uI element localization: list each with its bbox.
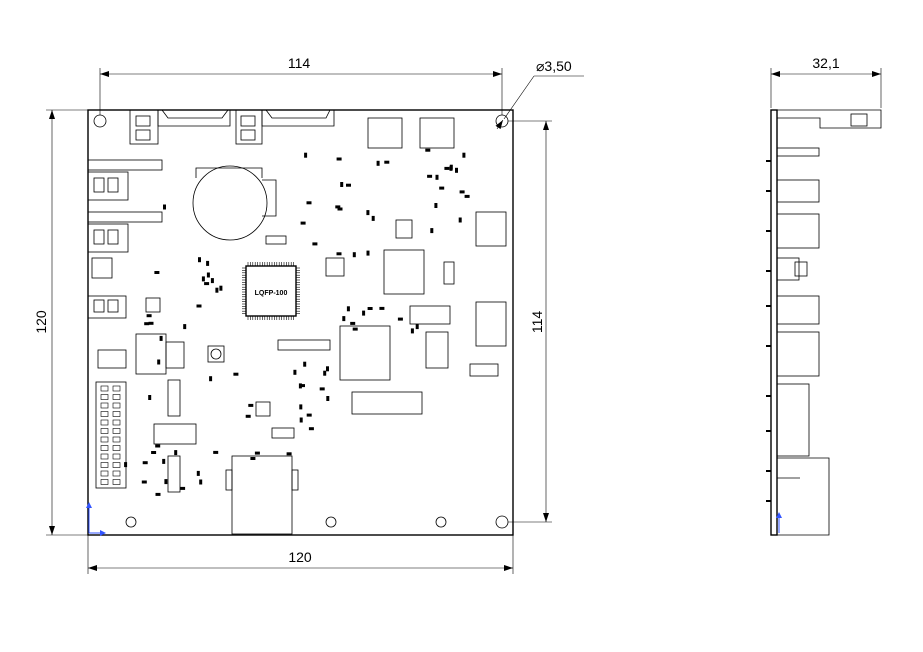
dim-hole-diameter: ⌀3,50 xyxy=(536,58,572,74)
top-edge-connectors xyxy=(129,109,335,145)
mcu-marking: LQFP-100 xyxy=(255,290,288,297)
battery-holder xyxy=(192,165,277,241)
bottom-module xyxy=(225,455,299,535)
mounting-holes xyxy=(93,114,509,529)
dim-right-height: 114 xyxy=(529,311,545,334)
ic-chips xyxy=(97,219,499,493)
side-view xyxy=(766,109,882,536)
board-outline xyxy=(87,109,514,536)
dim-side-thickness: 32,1 xyxy=(812,55,839,71)
front-dimensions: 114 ⌀3,50 120 114 120 xyxy=(33,55,584,574)
dim-top-width: 114 xyxy=(288,55,311,71)
dim-left-height: 120 xyxy=(33,310,49,334)
smd-components xyxy=(124,148,470,496)
main-mcu-chip: LQFP-100 xyxy=(242,262,300,320)
side-board xyxy=(770,109,778,536)
right-headers xyxy=(367,117,507,347)
left-edge-connectors xyxy=(87,159,163,319)
front-view: LQFP-100 xyxy=(87,109,514,536)
dim-bottom-width: 120 xyxy=(288,549,312,565)
left-multipin-connector xyxy=(95,381,127,489)
side-dimensions: 32,1 xyxy=(770,55,882,533)
